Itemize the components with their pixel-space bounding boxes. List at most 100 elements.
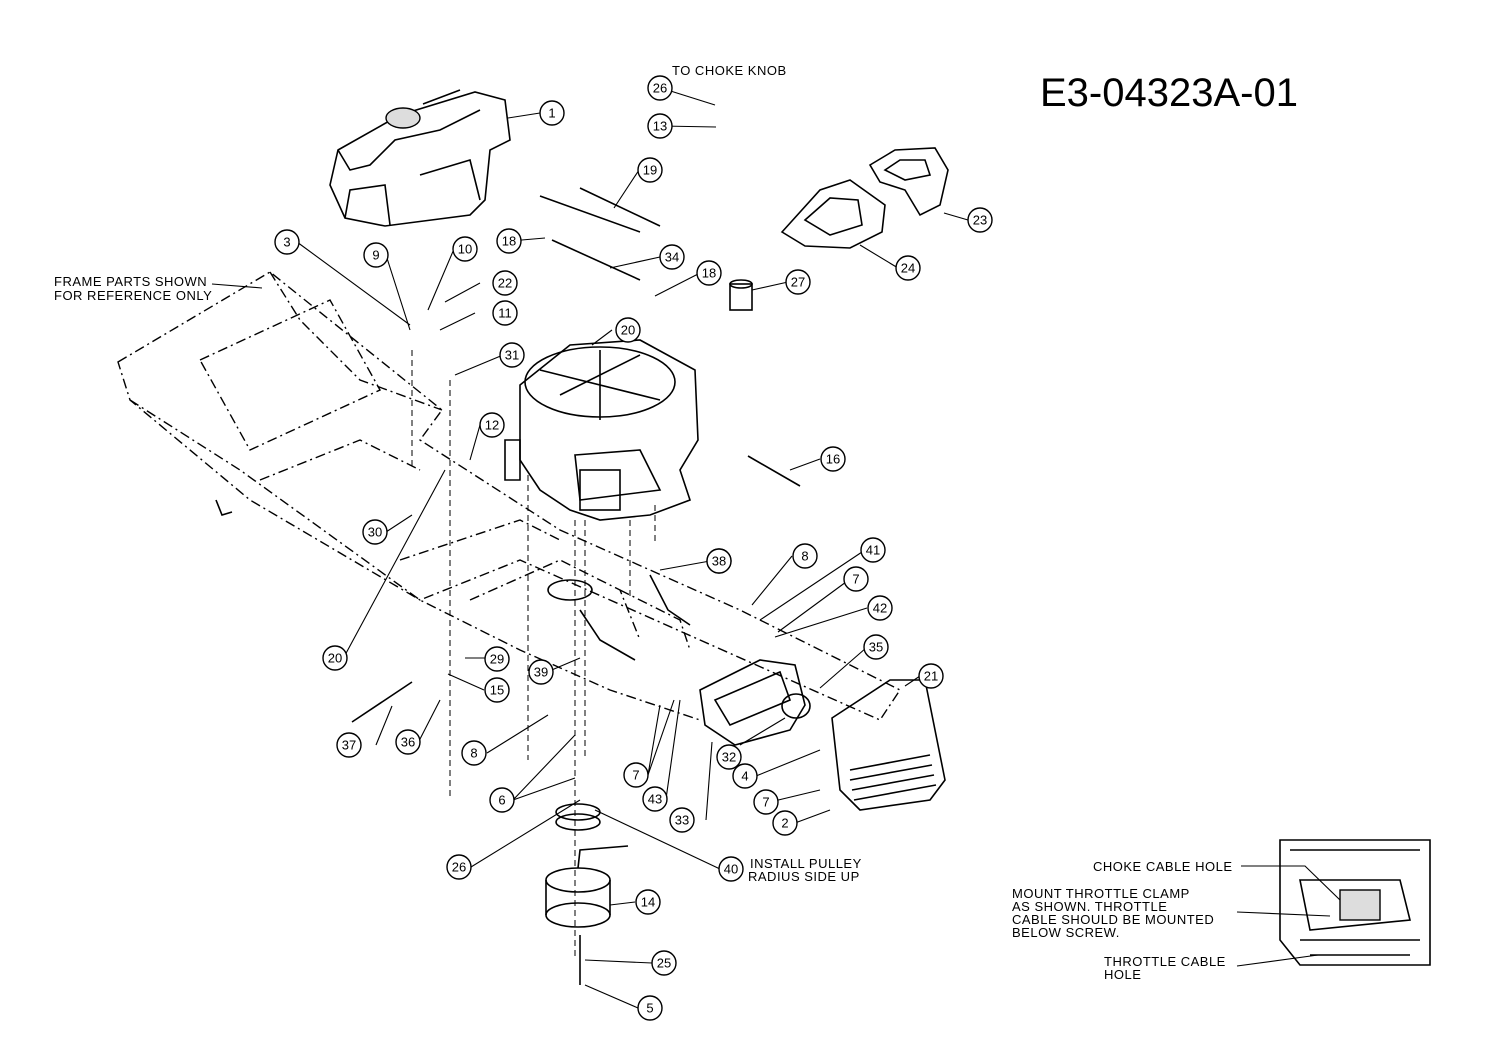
svg-text:7: 7 (762, 795, 769, 810)
svg-text:41: 41 (866, 543, 880, 558)
callout-20b: 20 (322, 645, 348, 671)
inset-engine-detail-icon (1279, 839, 1431, 966)
svg-text:20: 20 (621, 323, 635, 338)
air-filter-element-icon (780, 179, 886, 249)
svg-text:7: 7 (852, 572, 859, 587)
svg-text:21: 21 (924, 669, 938, 684)
svg-text:4: 4 (741, 769, 748, 784)
callout-33: 33 (669, 807, 695, 833)
callout-21: 21 (918, 663, 944, 689)
choke-rod-icon (551, 239, 641, 281)
svg-text:12: 12 (485, 418, 499, 433)
svg-text:33: 33 (675, 813, 689, 828)
choke-knob-note: TO CHOKE KNOB (672, 63, 787, 78)
callout-41: 41 (860, 537, 886, 563)
callout-30: 30 (362, 519, 388, 545)
callout-14: 14 (635, 889, 661, 915)
throttle-note-line3: CABLE SHOULD BE MOUNTED (1012, 912, 1214, 927)
svg-text:39: 39 (534, 665, 548, 680)
callout-29: 29 (484, 646, 510, 672)
callout-19: 19 (637, 157, 663, 183)
callout-8a: 8 (792, 543, 818, 569)
callout-3: 3 (274, 229, 300, 255)
svg-text:16: 16 (826, 452, 840, 467)
svg-text:9: 9 (372, 248, 379, 263)
callout-38: 38 (706, 548, 732, 574)
svg-text:13: 13 (653, 119, 667, 134)
rod-37-icon (351, 681, 413, 723)
callout-8b: 8 (461, 740, 487, 766)
svg-text:40: 40 (724, 862, 738, 877)
air-filter-precleaner-icon (868, 147, 949, 217)
svg-text:22: 22 (498, 276, 512, 291)
callout-18a: 18 (496, 228, 522, 254)
callout-43: 43 (642, 786, 668, 812)
svg-text:10: 10 (458, 242, 472, 257)
svg-text:30: 30 (368, 525, 382, 540)
callout-11: 11 (492, 300, 518, 326)
callout-34: 34 (659, 244, 685, 270)
throttle-note-leader (1236, 911, 1331, 917)
svg-text:8: 8 (470, 746, 477, 761)
svg-text:38: 38 (712, 554, 726, 569)
muffler-icon (699, 659, 811, 746)
svg-text:19: 19 (643, 163, 657, 178)
callout-37: 37 (336, 732, 362, 758)
exhaust-pipes-icon (579, 574, 691, 661)
callout-42: 42 (867, 595, 893, 621)
callout-26b: 26 (446, 854, 472, 880)
callout-31: 31 (499, 342, 525, 368)
svg-text:11: 11 (498, 306, 512, 321)
svg-text:29: 29 (490, 652, 504, 667)
choke-hole-leader (1241, 865, 1341, 901)
svg-text:18: 18 (702, 266, 716, 281)
frame-note-leader (211, 283, 263, 289)
svg-text:7: 7 (632, 768, 639, 783)
svg-text:36: 36 (401, 735, 415, 750)
callout-25: 25 (651, 950, 677, 976)
svg-text:43: 43 (648, 792, 662, 807)
callout-7a: 7 (843, 566, 869, 592)
cable-lines (411, 350, 451, 800)
part-number-title: E3-04323A-01 (1040, 71, 1298, 115)
callout-16: 16 (820, 446, 846, 472)
svg-text:1: 1 (548, 106, 555, 121)
svg-text:15: 15 (490, 683, 504, 698)
svg-text:5: 5 (646, 1001, 653, 1016)
callout-35: 35 (863, 634, 889, 660)
callout-20a: 20 (615, 317, 641, 343)
svg-text:42: 42 (873, 601, 887, 616)
frame-note-line1: FRAME PARTS SHOWN (54, 274, 207, 289)
callout-10: 10 (452, 236, 478, 262)
callout-27: 27 (785, 269, 811, 295)
callouts: 1 2 3 4 5 6 7 7 7 8 8 9 10 11 12 13 14 1… (274, 75, 993, 1021)
callout-6: 6 (489, 787, 515, 813)
callout-12: 12 (479, 412, 505, 438)
svg-text:26: 26 (653, 81, 667, 96)
callout-4: 4 (732, 763, 758, 789)
callout-15: 15 (484, 677, 510, 703)
fuel-tank-icon (329, 89, 511, 227)
svg-text:27: 27 (791, 275, 805, 290)
tie-rods-icon (539, 187, 661, 233)
callout-13: 13 (647, 113, 673, 139)
svg-text:18: 18 (502, 234, 516, 249)
callout-18b: 18 (696, 260, 722, 286)
callout-1: 1 (539, 100, 565, 126)
svg-text:2: 2 (781, 816, 788, 831)
tractor-frame-icon (117, 271, 902, 721)
callout-26a: 26 (647, 75, 673, 101)
svg-text:24: 24 (901, 261, 915, 276)
callout-36: 36 (395, 729, 421, 755)
throttle-hole-note-line1: THROTTLE CABLE (1104, 954, 1226, 969)
svg-text:35: 35 (869, 640, 883, 655)
muffler-guard-icon (831, 679, 946, 811)
throttle-hole-leader (1236, 954, 1319, 967)
svg-text:8: 8 (801, 549, 808, 564)
engine-icon (504, 339, 699, 521)
throttle-note-line4: BELOW SCREW. (1012, 925, 1120, 940)
throttle-hole-note-line2: HOLE (1104, 967, 1141, 982)
svg-text:26: 26 (452, 860, 466, 875)
